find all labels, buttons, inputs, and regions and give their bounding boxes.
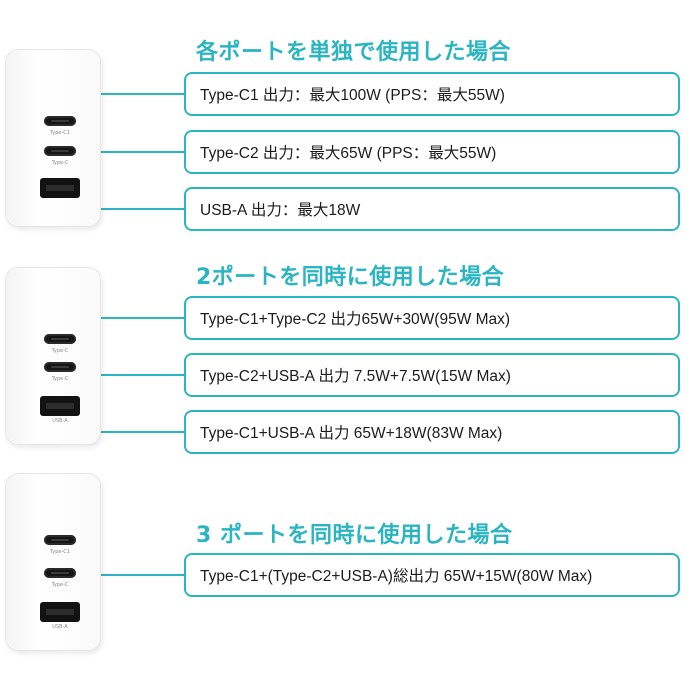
port-label-c1: Type-C1 <box>50 130 70 136</box>
section1-row-c1: Type-C1 出力：最大100W (PPS：最大55W) <box>184 72 680 116</box>
port-type-c1 <box>44 116 76 126</box>
port-type-c1 <box>44 334 76 344</box>
port-label-c2: Type-C <box>51 376 69 382</box>
charger-section3: Type-C1 Type-C USB-A <box>6 474 100 650</box>
port-type-c2 <box>44 362 76 372</box>
port-label-c2: Type-C <box>51 160 69 166</box>
port-label-c1: Type-C <box>51 348 69 354</box>
port-usb-a <box>40 396 80 416</box>
section2-row-c2a: Type-C2+USB-A 出力 7.5W+7.5W(15W Max) <box>184 353 680 397</box>
port-usb-a <box>40 602 80 622</box>
charger-section1: Type-C1 Type-C <box>6 50 100 226</box>
port-label-c2: Type-C <box>51 582 69 588</box>
section2-row-c1c2: Type-C1+Type-C2 出力65W+30W(95W Max) <box>184 296 680 340</box>
section2-row-c1a: Type-C1+USB-A 出力 65W+18W(83W Max) <box>184 410 680 454</box>
port-label-a: USB-A <box>52 624 68 630</box>
section1-heading: 各ポートを単独で使用した場合 <box>196 40 512 65</box>
section2-heading: 2ポートを同時に使用した場合 <box>196 265 505 290</box>
charger-section2: Type-C Type-C USB-A <box>6 268 100 444</box>
section3-heading: 3 ポートを同時に使用した場合 <box>196 523 513 548</box>
port-type-c1 <box>44 535 76 545</box>
port-type-c2 <box>44 568 76 578</box>
port-usb-a <box>40 178 80 198</box>
port-label-c1: Type-C1 <box>50 549 70 555</box>
section3-row-total: Type-C1+(Type-C2+USB-A)総出力 65W+15W(80W M… <box>184 553 680 597</box>
section1-row-c2: Type-C2 出力：最大65W (PPS：最大55W) <box>184 130 680 174</box>
port-label-a: USB-A <box>52 418 68 424</box>
section1-row-a: USB-A 出力：最大18W <box>184 187 680 231</box>
port-type-c2 <box>44 146 76 156</box>
